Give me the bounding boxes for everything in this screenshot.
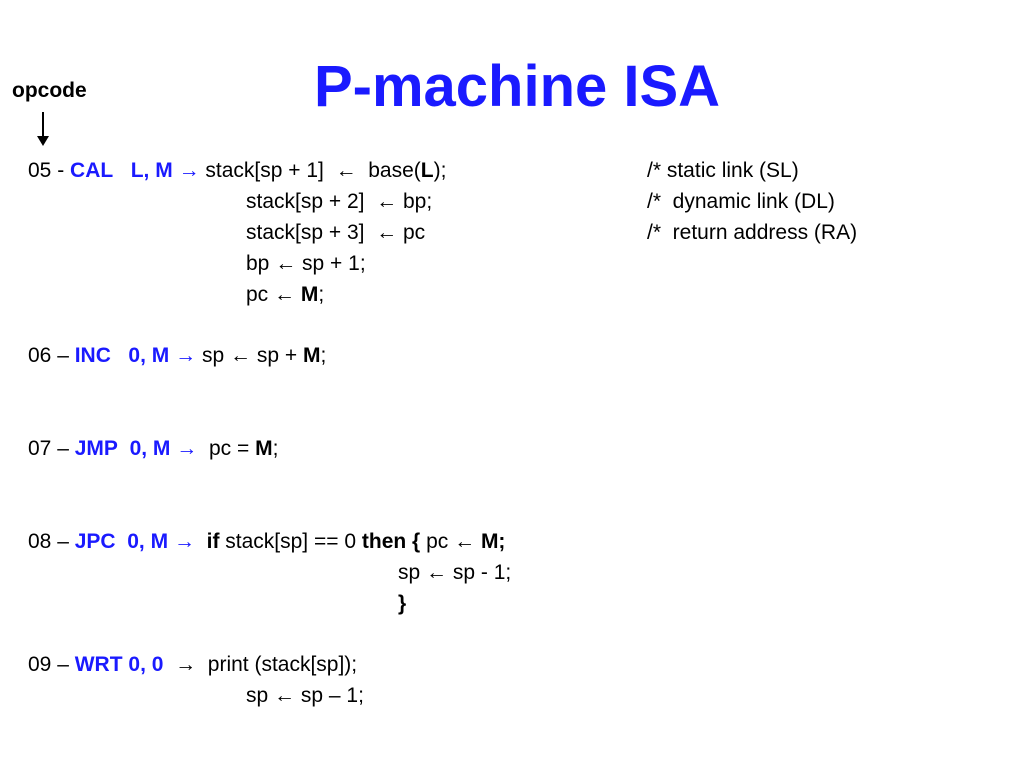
jpc-line-1: 08 – JPC 0, M → if stack[sp] == 0 then {… xyxy=(28,530,506,553)
cal-comment-3: /* return address (RA) xyxy=(647,221,858,244)
jmp-line: 07 – JMP 0, M → pc = M; xyxy=(28,437,279,460)
cal-line-4: bp ← sp + 1; xyxy=(246,252,366,275)
cal-line-3: stack[sp + 3] ← pc xyxy=(246,221,426,244)
cal-comment-1: /* static link (SL) xyxy=(647,159,799,182)
opcode-label: opcode xyxy=(12,79,87,102)
cal-comment-2: /* dynamic link (DL) xyxy=(647,190,835,213)
cal-line-2: stack[sp + 2] ← bp; xyxy=(246,190,433,213)
wrt-line-1: 09 – WRT 0, 0 → print (stack[sp]); xyxy=(28,653,358,676)
inc-line: 06 – INC 0, M → sp ← sp + M; xyxy=(28,344,327,367)
jpc-line-2: sp ← sp - 1; xyxy=(398,561,512,584)
cal-line-1: 05 - CAL L, M → stack[sp + 1] ← base(L); xyxy=(28,159,447,182)
jpc-line-3: } xyxy=(398,592,407,615)
wrt-line-2: sp ← sp – 1; xyxy=(246,684,364,707)
down-arrow-icon xyxy=(37,112,49,146)
cal-line-5: pc ← M; xyxy=(246,283,325,306)
page-title: P-machine ISA xyxy=(313,54,721,119)
